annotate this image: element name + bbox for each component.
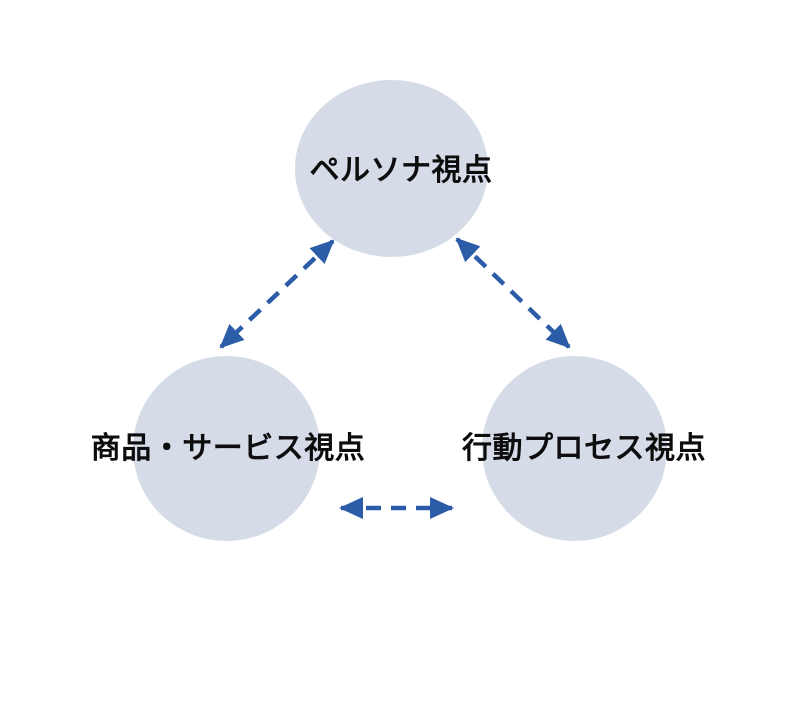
edge-persona-product-arrow: [219, 239, 335, 349]
node-persona: [295, 80, 488, 257]
node-product-service: [133, 356, 320, 541]
node-behavior-process: [482, 356, 667, 541]
edge-persona-behavior-arrow: [455, 237, 571, 349]
node-behavior-process-label: 行動プロセス視点: [462, 432, 706, 465]
node-product-service-label: 商品・サービス視点: [90, 432, 366, 465]
node-persona-label: ペルソナ視点: [309, 154, 493, 187]
